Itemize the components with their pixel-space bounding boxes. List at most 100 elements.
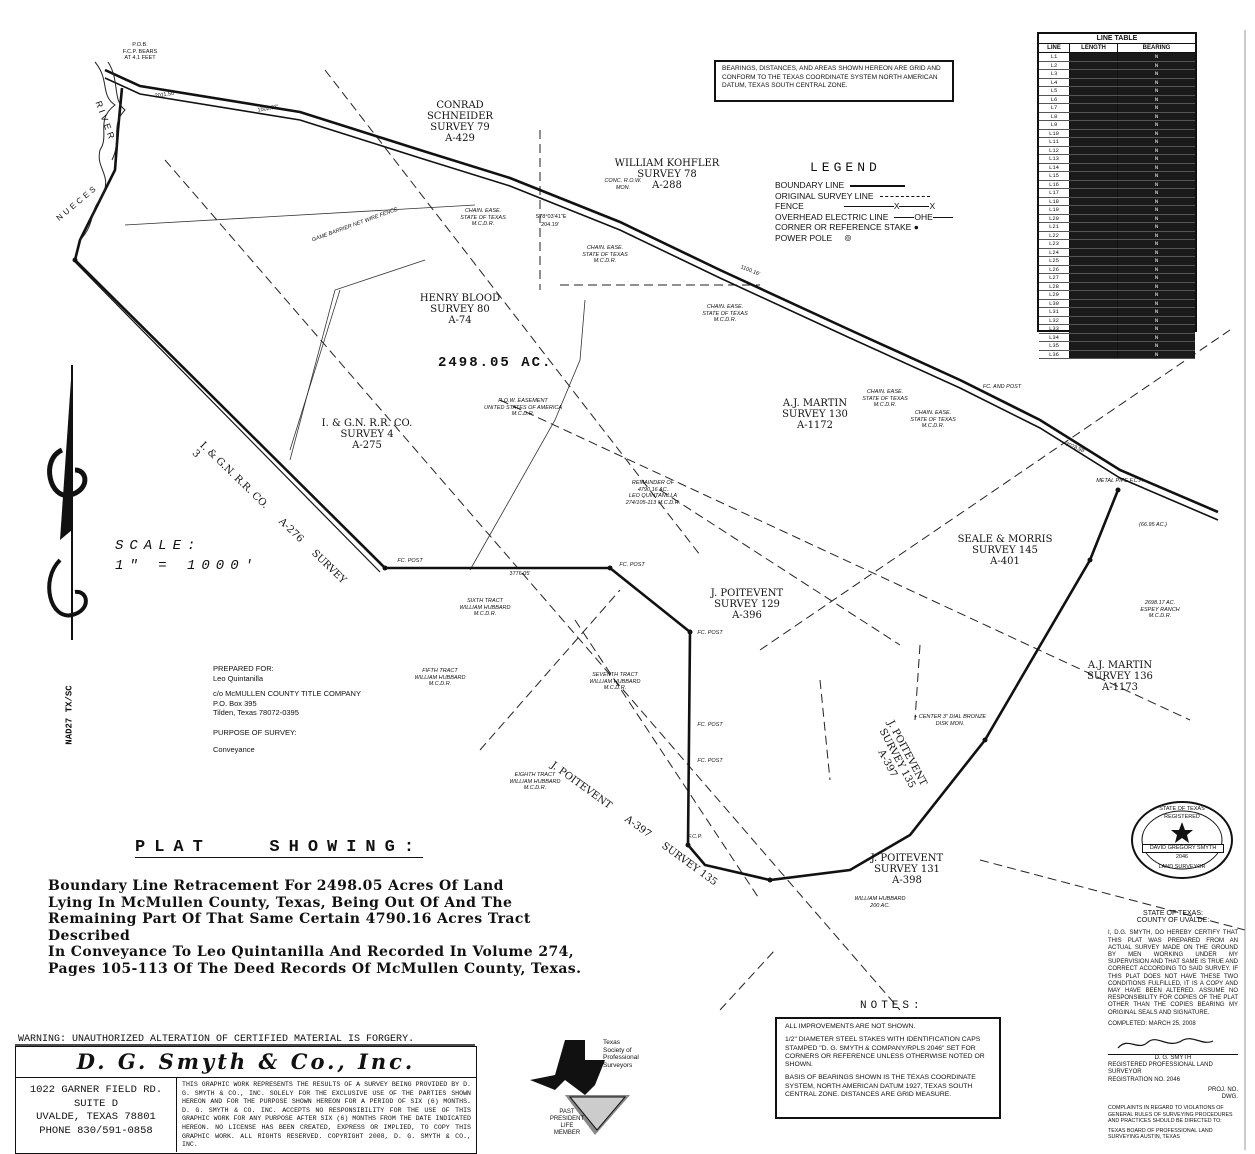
legend-ohe-label: OVERHEAD ELECTRIC LINE xyxy=(775,211,889,222)
tract-seventh: SEVENTH TRACT WILLIAM HUBBARD M.C.D.R. xyxy=(580,672,650,692)
survey-poit131: J. POITEVENT SURVEY 131 A-398 xyxy=(852,853,962,886)
line-length xyxy=(1070,325,1118,333)
signature-icon xyxy=(1117,1038,1214,1049)
badge-4: MEMBER xyxy=(553,1130,581,1136)
line-bearing: N xyxy=(1118,350,1195,358)
legend-pole: POWER POLE ⦾ xyxy=(775,233,975,244)
note-3: BASIS OF BEARINGS SHOWN IS THE TEXAS COO… xyxy=(785,1074,976,1099)
fcp-label: F.C.P. xyxy=(687,834,703,840)
survey-martin136: A.J. MARTIN SURVEY 136 A-1173 xyxy=(1065,660,1175,693)
line-id: L2 xyxy=(1039,61,1070,69)
scale-label: SCALE: xyxy=(115,538,202,554)
cert-role: REGISTERED PROFESSIONAL LAND SURVEYOR xyxy=(1108,1062,1213,1076)
line-bearing: N xyxy=(1118,325,1195,333)
tract-eighth-1: EIGHTH TRACT xyxy=(514,772,556,778)
row-easement-2: UNITED STATES OF AMERICA xyxy=(483,404,563,411)
survey-seale-no: SURVEY 145 xyxy=(972,545,1038,556)
line-length xyxy=(1070,95,1118,103)
line-length xyxy=(1070,206,1118,214)
survey-martin130-name: A.J. MARTIN xyxy=(782,398,848,409)
line-id: L3 xyxy=(1039,70,1070,78)
line-id: L7 xyxy=(1039,104,1070,112)
cert-dwg: DWG. xyxy=(1221,1094,1238,1101)
line-length xyxy=(1070,240,1118,248)
line-length xyxy=(1070,197,1118,205)
survey-kohfler: WILLIAM KOHFLER SURVEY 78 A-288 xyxy=(612,158,722,191)
line-id: L33 xyxy=(1039,325,1070,333)
legend-fence-mark: x xyxy=(893,201,900,211)
tract-seventh-2: WILLIAM HUBBARD xyxy=(589,678,641,685)
survey-ign4: I. & G.N. R.R. CO. SURVEY 4 A-275 xyxy=(312,418,422,451)
survey-poit129-abs: A-396 xyxy=(732,610,762,621)
fc-post-4: FC. POST xyxy=(697,722,723,728)
line-id: L18 xyxy=(1039,197,1070,205)
tract-sixth-1: SIXTH TRACT xyxy=(466,598,504,604)
tract-eighth-3: M.C.D.R. xyxy=(523,785,547,791)
line-length xyxy=(1070,104,1118,112)
badge-1: PAST xyxy=(559,1109,575,1115)
line-bearing: N xyxy=(1118,223,1195,231)
scale: SCALE: 1" = 1000' xyxy=(115,538,259,574)
chain-ease-2-c: M.C.D.R. xyxy=(713,317,737,323)
line-bearing: N xyxy=(1118,172,1195,180)
line-id: L36 xyxy=(1039,350,1070,358)
north-arrow xyxy=(47,365,88,640)
survey-poit129-no: SURVEY 129 xyxy=(714,599,780,610)
line-length xyxy=(1070,172,1118,180)
line-id: L28 xyxy=(1039,282,1070,290)
tract-espey: 2698.17 AC. ESPEY RANCH M.C.D.R. xyxy=(1120,600,1200,620)
prepared-company: c/o McMULLEN COUNTY TITLE COMPANY xyxy=(213,689,361,698)
chain-ease-4-a: CHAIN. EASE. xyxy=(914,410,952,416)
line-id: L19 xyxy=(1039,206,1070,214)
line-id: L32 xyxy=(1039,316,1070,324)
description-line-3: Remaining Part Of That Same Certain 4790… xyxy=(48,911,531,944)
line-id: L17 xyxy=(1039,189,1070,197)
line-length xyxy=(1070,274,1118,282)
survey-martin136-name: A.J. MARTIN xyxy=(1087,660,1153,671)
ac-small: (66.95 AC.) xyxy=(1139,522,1167,528)
line-length xyxy=(1070,214,1118,222)
line-table-row: L36 N xyxy=(1039,350,1195,359)
society-badge: PAST PRESIDENT LIFE MEMBER xyxy=(547,1109,587,1137)
description-line-2: Lying In McMullen County, Texas, Being O… xyxy=(48,894,513,911)
prepared-pobox: P.O. Box 395 xyxy=(213,698,257,708)
cert-body: I, D.G. SMYTH, DO HEREBY CERTIFY THAT TH… xyxy=(1108,930,1238,1016)
boundary-line xyxy=(104,68,1219,514)
chain-ease-4: CHAIN. EASE. STATE OF TEXAS M.C.D.R. xyxy=(898,410,968,430)
prepared-client: Leo Quintanilla xyxy=(213,673,264,683)
row-easement-3: M.C.D.R. xyxy=(511,411,535,417)
survey-martin136-no: SURVEY 136 xyxy=(1087,671,1153,682)
seal-icon xyxy=(1131,801,1233,879)
survey-poit131-name: J. POITEVENT xyxy=(870,853,944,864)
line-bearing: N xyxy=(1118,53,1195,61)
legend-title: LEGEND xyxy=(810,160,881,175)
line-bearing: N xyxy=(1118,291,1195,299)
line-id: L34 xyxy=(1039,333,1070,341)
survey-poit131-abs: A-398 xyxy=(892,875,922,886)
cert-signer: D. G. SMYTH xyxy=(1154,1055,1192,1062)
survey-blood: HENRY BLOOD SURVEY 80 A-74 xyxy=(405,293,515,326)
survey-schneider-abs: A-429 xyxy=(445,133,475,144)
fc-post-2: FC. POST xyxy=(619,562,645,568)
fc-post-3: FC. POST xyxy=(697,630,723,636)
bearing-note: BEARINGS, DISTANCES, AND AREAS SHOWN HER… xyxy=(722,65,941,89)
cert-proj: PROJ. NO. DWG. xyxy=(1108,1087,1238,1101)
line-bearing: N xyxy=(1118,265,1195,273)
line-id: L10 xyxy=(1039,129,1070,137)
power-pole-icon: ⦾ xyxy=(844,232,852,243)
line-bearing: N xyxy=(1118,248,1195,256)
pob-line-1: F.C.P. Bears xyxy=(122,48,158,55)
line-length xyxy=(1070,308,1118,316)
survey-martin130-abs: A-1172 xyxy=(796,420,834,431)
